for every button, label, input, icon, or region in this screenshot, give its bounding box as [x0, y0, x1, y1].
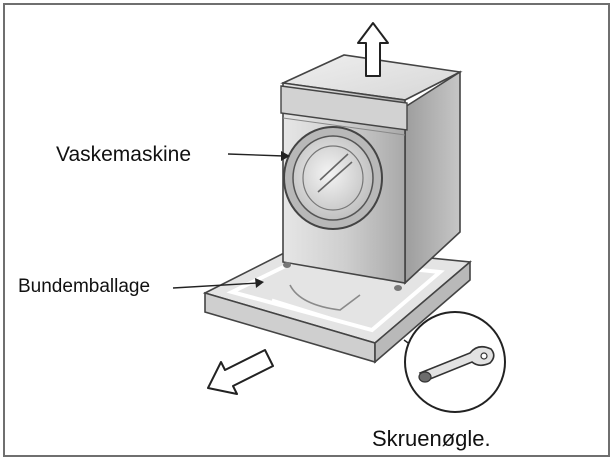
- washer-side-panel: [404, 70, 461, 285]
- washer-leader-arrowhead: [281, 151, 290, 161]
- washer-door: [283, 126, 383, 230]
- wrench-label: Skruenøgle.: [372, 426, 491, 451]
- washer-foot: [394, 285, 402, 291]
- arrow-up-icon: [357, 22, 389, 77]
- wrench-icon: [418, 345, 495, 383]
- arrow-down-left-icon: [207, 349, 274, 395]
- washer-leader-line: [227, 153, 285, 157]
- washer-foot: [283, 262, 291, 268]
- washer-label: Vaskemaskine: [56, 143, 192, 166]
- base-leader-arrowhead: [255, 278, 264, 288]
- base-packaging-label: Bundemballage: [18, 276, 151, 297]
- base-leader-line: [172, 282, 259, 289]
